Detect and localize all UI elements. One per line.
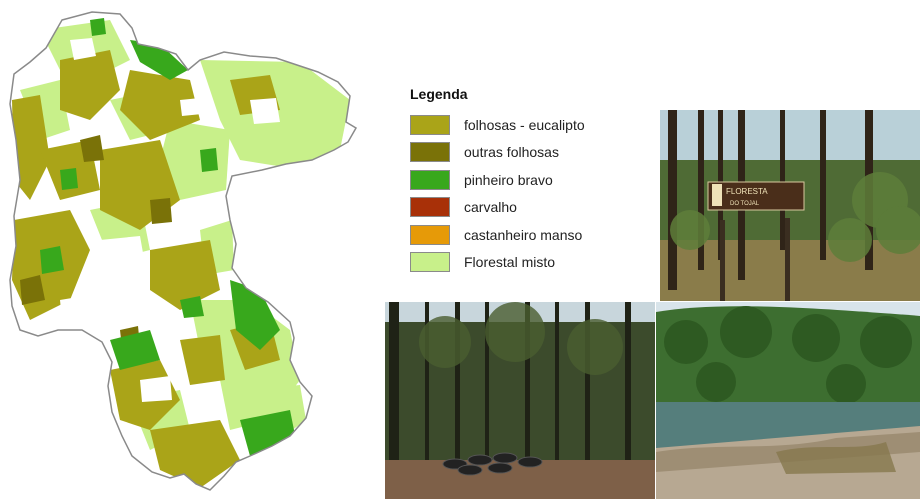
legend-label: folhosas - eucalipto [464,116,585,133]
legend-item-castanheiro-manso: castanheiro manso [410,221,650,249]
legend-label: castanheiro manso [464,226,583,243]
legend-swatch [410,252,450,273]
legend-label: pinheiro bravo [464,171,553,188]
sign-text: FLORESTA [726,187,768,196]
legend-label: Florestal misto [464,254,556,271]
legend-swatch [410,142,450,163]
legend-swatch [410,197,450,218]
river-photo [656,302,920,499]
legend-swatch [410,224,450,245]
legend-label: carvalho [464,199,517,216]
land-cover-map [0,0,370,499]
legend-item-florestal-misto: Florestal misto [410,249,650,277]
legend-item-outras-folhosas: outras folhosas [410,139,650,167]
pine-forest-tyres-photo [385,302,655,499]
legend: Legenda folhosas - eucalipto outras folh… [410,86,650,276]
legend-item-carvalho: carvalho [410,194,650,222]
forest-sign-photo: FLORESTA DO TOJAL [660,110,920,301]
legend-title: Legenda [410,86,468,102]
legend-swatch [410,114,450,135]
map-svg [9,11,357,491]
legend-item-pinheiro-bravo: pinheiro bravo [410,166,650,194]
legend-item-folhosas-eucalipto: folhosas - eucalipto [410,111,650,139]
legend-swatch [410,169,450,190]
legend-label: outras folhosas [464,144,559,161]
sign-subtext: DO TOJAL [730,201,760,207]
